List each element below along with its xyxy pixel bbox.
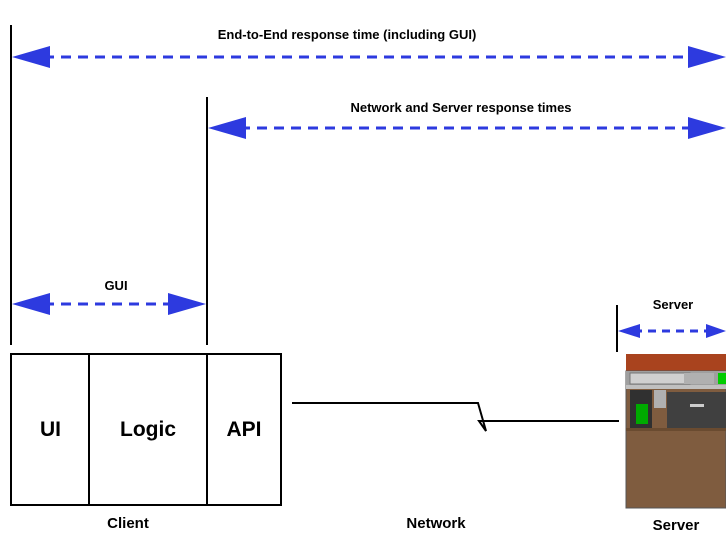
server-tower-icon: [625, 354, 726, 509]
network-link-line: [292, 402, 619, 432]
server-arrow: [618, 324, 726, 338]
logic-component: Logic: [120, 417, 176, 441]
client-box: [10, 353, 282, 506]
ui-component: UI: [40, 417, 61, 441]
end-to-end-arrow: [12, 46, 726, 68]
end-to-end-label: End-to-End response time (including GUI): [217, 27, 477, 42]
network-label: Network: [406, 515, 466, 532]
api-component: API: [226, 417, 262, 441]
server-label: Server: [652, 517, 700, 534]
network-server-label: Network and Server response times: [350, 100, 572, 115]
gui-arrow: [12, 293, 206, 315]
client-label: Client: [107, 515, 149, 532]
network-server-arrow: [208, 117, 726, 139]
gui-label: GUI: [104, 278, 128, 293]
server-span-label: Server: [652, 297, 694, 312]
